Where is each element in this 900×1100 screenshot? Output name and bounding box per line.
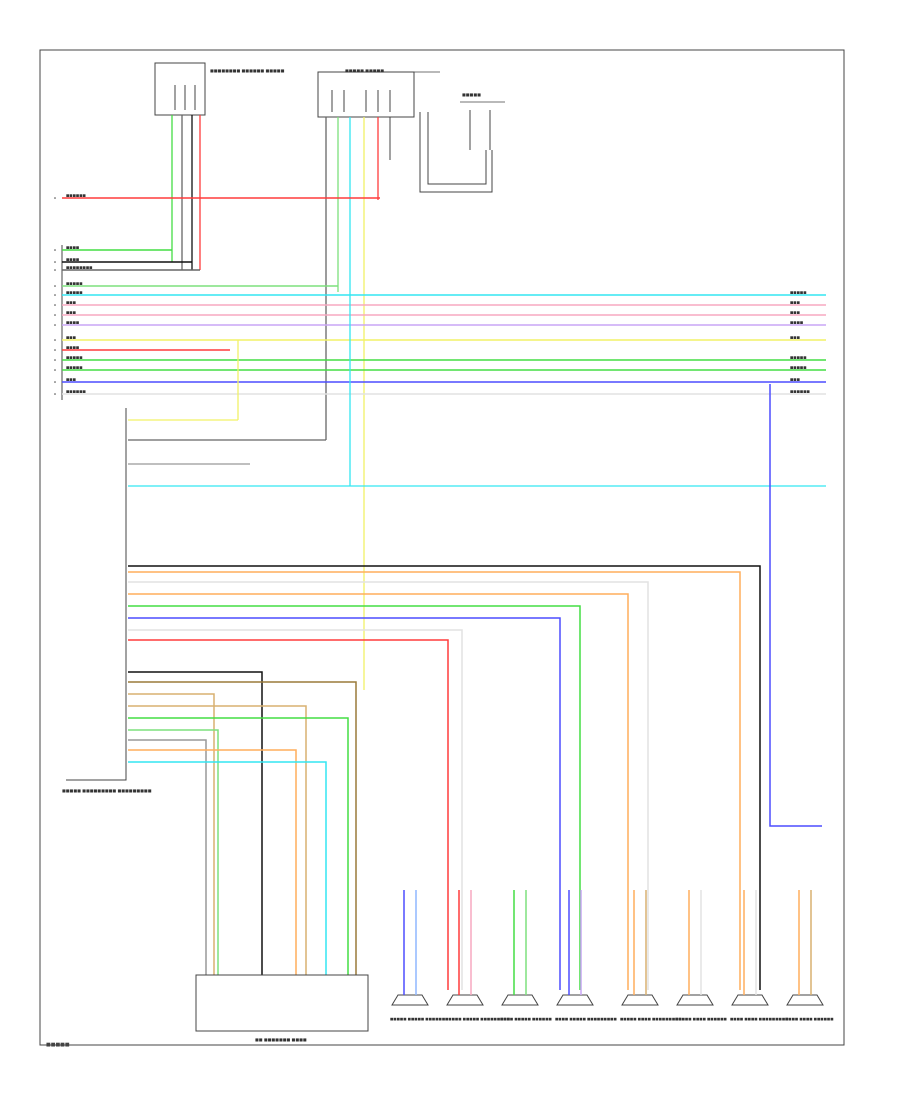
- bus-terminal: [54, 314, 56, 316]
- speaker-1: ■■■■■ ■■■■■ ■■■■■■: [390, 890, 445, 1021]
- speaker-3: ■■■■ ■■■■■ ■■■■■■: [500, 890, 552, 1021]
- page-number: ■■■■■: [46, 1042, 70, 1048]
- speaker-body: [676, 994, 714, 1006]
- amp-wire-1: [128, 565, 761, 990]
- bus-wire-label-right: ■■■■■: [790, 356, 807, 360]
- amplifier-wires: [128, 300, 826, 990]
- bus-wire-label-right: ■■■: [790, 311, 800, 315]
- bus-wire-label-left: ■■■■■■: [66, 194, 86, 198]
- bus-wire-label-left: ■■■■: [66, 258, 79, 262]
- bus-wire-label-left: ■■■: [66, 336, 76, 340]
- bus-wire-label-left: ■■■■■■■■: [66, 266, 92, 270]
- speaker-label: ■■■■ ■■■■■ ■■■■■■■■■: [555, 1017, 617, 1021]
- amp-wire-3: [128, 581, 649, 990]
- bus-wire-label-left: ■■■■■: [66, 356, 83, 360]
- speaker-7: ■■■■ ■■■■ ■■■■■■■■■: [730, 890, 788, 1021]
- speakers: ■■■■■ ■■■■■ ■■■■■■■■■■■ ■■■■■ ■■■■■■■■■■…: [390, 890, 834, 1021]
- bus-wire-label-left: ■■■■■: [66, 282, 83, 286]
- amp-wire-5: [128, 605, 581, 990]
- control-unit: ■■ ■■■■■■■ ■■■■: [195, 974, 369, 1042]
- bus-wires: ■■■■■■■■■■■■■■■■■■■■■■■■■■■■■■■■■■■■■■■■…: [54, 194, 826, 395]
- amp-wire-6: [128, 617, 561, 990]
- speaker-body: [446, 994, 484, 1006]
- speaker-label: ■■■■ ■■■■■ ■■■■■■: [500, 1017, 552, 1021]
- speaker-4: ■■■■ ■■■■■ ■■■■■■■■■: [555, 890, 617, 1021]
- diagram-frame: [39, 49, 845, 1046]
- bus-wire-label-right: ■■■■■: [790, 291, 807, 295]
- speaker-body: [501, 994, 539, 1006]
- bus-wire-label-left: ■■■■■: [66, 366, 83, 370]
- bus-terminal: [54, 249, 56, 251]
- bus-terminal: [54, 369, 56, 371]
- bus-wire-label-left: ■■■: [66, 301, 76, 305]
- speaker-body: [731, 994, 769, 1006]
- speaker-body: [621, 994, 659, 1006]
- bus-terminal: [54, 269, 56, 271]
- bus-terminal: [54, 304, 56, 306]
- antenna-label: ■■■■■: [462, 92, 481, 97]
- speaker-2: ■■■■■ ■■■■■ ■■■■■■■■■: [445, 890, 510, 1021]
- bus-wire-label-left: ■■■■■: [66, 291, 83, 295]
- bus-terminal: [54, 285, 56, 287]
- speaker-body: [556, 994, 594, 1006]
- bus-wire-label-left: ■■■■■■: [66, 390, 86, 394]
- speaker-6: ■■■■■ ■■■■ ■■■■■■: [675, 890, 727, 1021]
- bus-wire-label-right: ■■■: [790, 336, 800, 340]
- amp-wire-15: [128, 739, 207, 975]
- bus-wire-label-right: ■■■■: [790, 321, 803, 325]
- bus-terminal: [54, 349, 56, 351]
- amp-wire-2: [128, 571, 741, 990]
- bus-terminal: [54, 324, 56, 326]
- bus-terminal: [54, 359, 56, 361]
- speaker-label: ■■■■■ ■■■■■ ■■■■■■: [390, 1017, 445, 1021]
- amp-wire-10: [128, 681, 357, 975]
- amp-wire-7: [128, 629, 463, 990]
- amp-wire-17: [128, 761, 327, 975]
- control-unit-label: ■■ ■■■■■■■ ■■■■: [255, 1037, 307, 1042]
- speaker-label: ■■■■■ ■■■■■ ■■■■■■■■■: [445, 1017, 510, 1021]
- audio-module-label: ■■■■■ ■■■■■: [345, 68, 384, 73]
- bus-wire-label-right: ■■■: [790, 378, 800, 382]
- speaker-body: [786, 994, 824, 1006]
- speaker-8: ■■■■ ■■■■ ■■■■■■: [785, 890, 834, 1021]
- speaker-label: ■■■■■ ■■■■ ■■■■■■: [675, 1017, 727, 1021]
- amplifier-label: ■■■■■ ■■■■■■■■■ ■■■■■■■■■: [62, 788, 152, 793]
- amplifier: ■■■■■ ■■■■■■■■■ ■■■■■■■■■: [62, 408, 152, 793]
- bus-wire-label-left: ■■■: [66, 311, 76, 315]
- bus-terminal: [54, 294, 56, 296]
- bus-wire-label-left: ■■■■: [66, 321, 79, 325]
- bus-wire-label-right: ■■■■■: [790, 366, 807, 370]
- bus-terminal: [54, 197, 56, 199]
- antenna-connector: ■■■■■: [419, 92, 505, 193]
- bus-wire-label-left: ■■■■: [66, 346, 79, 350]
- amp-wire-9: [128, 671, 263, 975]
- speaker-5: ■■■■■ ■■■■ ■■■■■■■■■: [620, 890, 682, 1021]
- speaker-label: ■■■■ ■■■■ ■■■■■■: [785, 1017, 834, 1021]
- bus-terminal: [54, 381, 56, 383]
- amp-wire-11: [128, 693, 215, 975]
- amp-wire-4: [128, 593, 629, 990]
- bus-wire-label-right: ■■■: [790, 301, 800, 305]
- top-connector-label: ■■■■■■■■ ■■■■■■ ■■■■■: [210, 68, 285, 73]
- amp-wire-12: [128, 705, 307, 975]
- bus-terminal: [54, 393, 56, 395]
- bus-terminal: [54, 339, 56, 341]
- bus-wire-label-left: ■■■■: [66, 246, 79, 250]
- bus-wire-label-right: ■■■■■■: [790, 390, 810, 394]
- bus-terminal: [54, 261, 56, 263]
- blue-drop-wire: [769, 384, 822, 827]
- audio-module: ■■■■■ ■■■■■: [317, 68, 440, 118]
- amp-wire-8: [128, 639, 449, 990]
- bus-wire-label-left: ■■■: [66, 378, 76, 382]
- top-connector: ■■■■■■■■ ■■■■■■ ■■■■■: [154, 62, 285, 116]
- top-vertical-wires: [171, 115, 391, 690]
- amp-wire-16: [128, 749, 297, 975]
- amp-wire-14: [128, 729, 219, 975]
- speaker-label: ■■■■■ ■■■■ ■■■■■■■■■: [620, 1017, 682, 1021]
- speaker-label: ■■■■ ■■■■ ■■■■■■■■■: [730, 1017, 788, 1021]
- speaker-body: [391, 994, 429, 1006]
- amp-wire-13: [128, 717, 349, 975]
